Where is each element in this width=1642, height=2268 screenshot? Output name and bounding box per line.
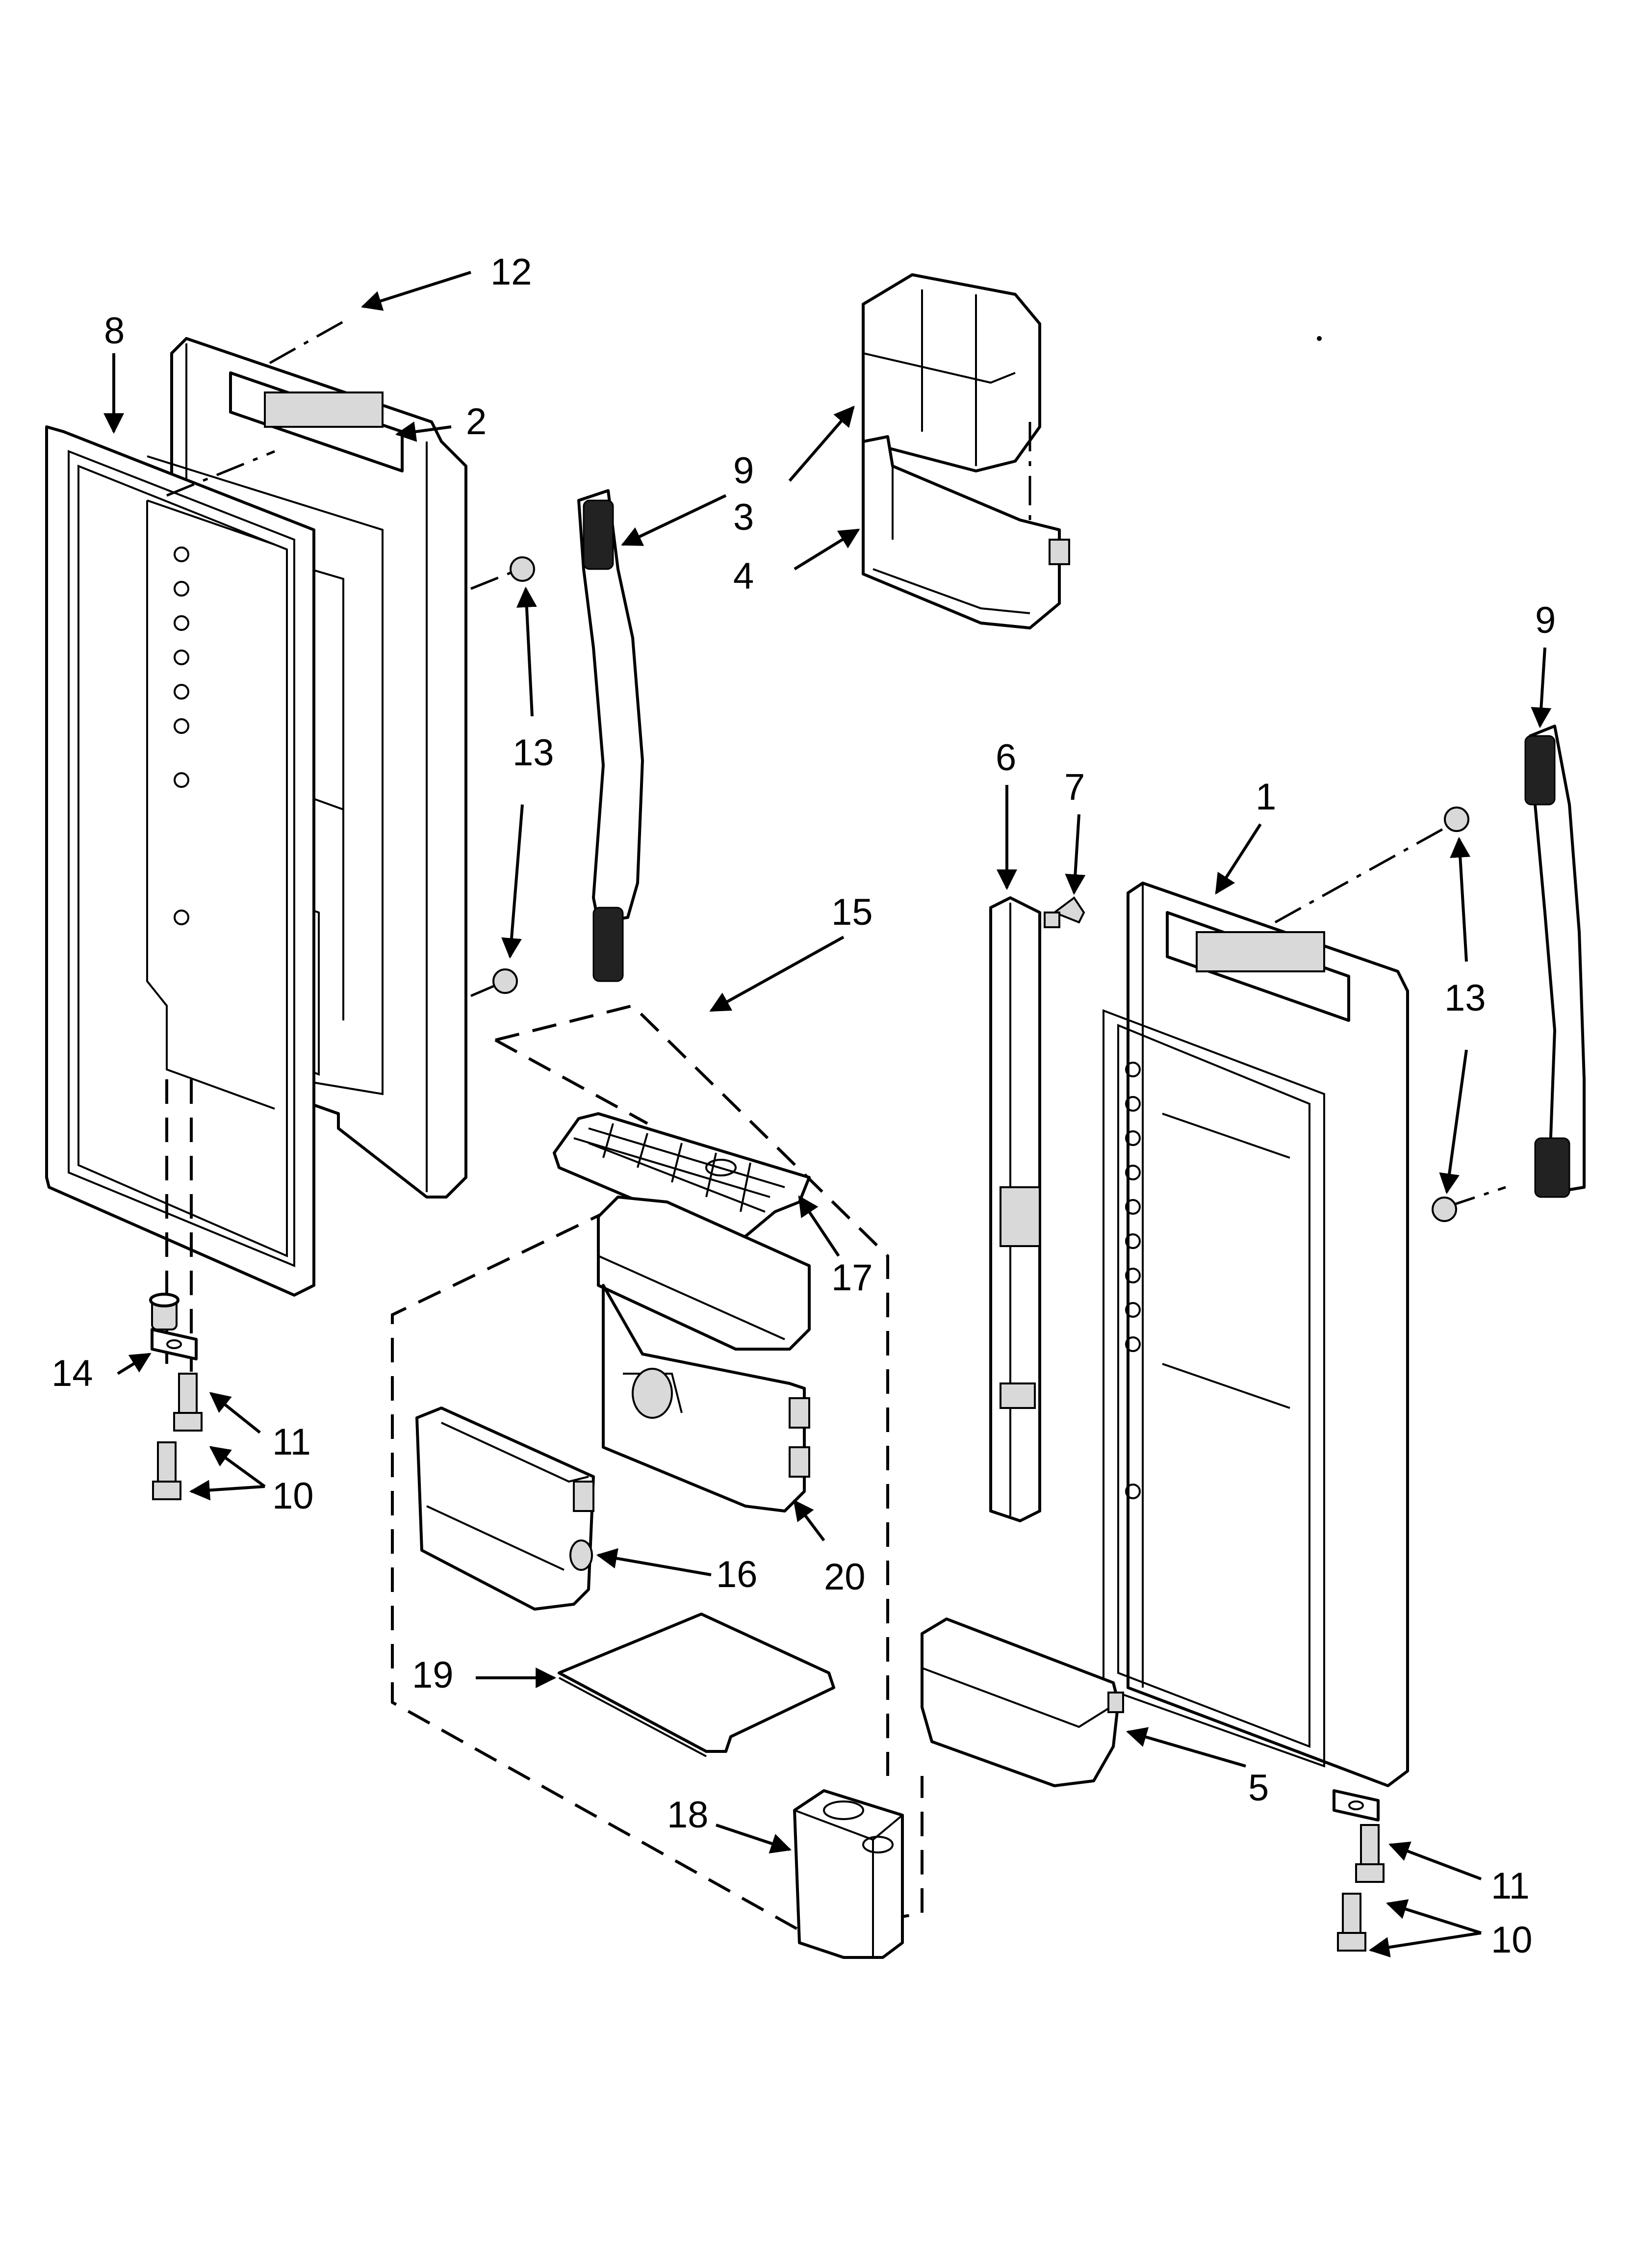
callout-8: 8 bbox=[104, 310, 125, 352]
arrow-9-left bbox=[621, 494, 727, 546]
arrow-14 bbox=[117, 1353, 152, 1375]
arrow-12 bbox=[360, 271, 471, 311]
arrow-13-left-down bbox=[501, 804, 524, 959]
callout-10-right: 10 bbox=[1491, 1919, 1533, 1961]
callout-2: 2 bbox=[466, 401, 487, 443]
handle-screw-bottom-right bbox=[1432, 1197, 1457, 1222]
arrow-11-left bbox=[209, 1392, 261, 1434]
arrow-13-right-up bbox=[1450, 836, 1471, 962]
dispenser-assembly-group bbox=[391, 1004, 924, 1935]
arrow-5 bbox=[1126, 1727, 1246, 1768]
callout-9-left: 9 bbox=[733, 450, 754, 492]
arrow-10-right-b bbox=[1368, 1931, 1482, 1957]
callout-13-left: 13 bbox=[513, 732, 554, 774]
arrow-10-left-a bbox=[209, 1446, 266, 1488]
door-bin-part-4 bbox=[862, 422, 1070, 629]
door-bin-part-5 bbox=[921, 1617, 1124, 1787]
right-door-part-1 bbox=[1103, 882, 1409, 1787]
left-door-gasket-part-8 bbox=[45, 425, 315, 1297]
arrow-11-right bbox=[1388, 1841, 1482, 1880]
callout-labels: 12 8 2 9 3 4 9 13 6 7 1 15 13 17 14 11 1… bbox=[51, 251, 1556, 1961]
callout-11-left: 11 bbox=[272, 1421, 311, 1463]
hinge-screw-part-10a bbox=[173, 1373, 203, 1432]
arrow-17 bbox=[798, 1195, 840, 1257]
arrow-9-right bbox=[1531, 647, 1552, 729]
callout-7: 7 bbox=[1064, 766, 1085, 808]
callout-17: 17 bbox=[831, 1257, 873, 1299]
right-handle-part-9 bbox=[1274, 725, 1586, 1222]
arrow-10-left-b bbox=[189, 1480, 265, 1501]
callout-6: 6 bbox=[996, 737, 1016, 779]
mullion-trim-part-6 bbox=[989, 896, 1041, 1522]
arrow-13-left-up bbox=[516, 586, 537, 717]
callout-13-right: 13 bbox=[1444, 977, 1486, 1019]
arrow-20 bbox=[793, 1499, 825, 1541]
callout-18: 18 bbox=[667, 1794, 709, 1836]
arrow-4 bbox=[794, 528, 860, 571]
left-hinge-hardware bbox=[149, 1079, 203, 1500]
cover-plate-part-19 bbox=[558, 1613, 835, 1757]
ice-bin-housing-part-20 bbox=[597, 1196, 811, 1512]
callout-4: 4 bbox=[733, 555, 754, 597]
ice-scoop-part-18 bbox=[793, 1789, 904, 1959]
right-hinge-hardware bbox=[1333, 1789, 1385, 1952]
callout-5: 5 bbox=[1248, 1767, 1269, 1809]
arrow-2 bbox=[395, 421, 452, 442]
arrow-3 bbox=[788, 405, 855, 482]
arrow-7 bbox=[1065, 814, 1086, 895]
left-handle-part-9 bbox=[470, 489, 644, 997]
callout-1: 1 bbox=[1256, 776, 1276, 818]
arrow-18 bbox=[716, 1824, 792, 1853]
handle-screw-bottom-left bbox=[492, 968, 518, 994]
arrow-10-right-a bbox=[1385, 1899, 1482, 1934]
callout-3: 3 bbox=[733, 496, 754, 538]
callout-16: 16 bbox=[716, 1554, 758, 1595]
callout-15: 15 bbox=[831, 891, 873, 933]
cover-part-3 bbox=[862, 273, 1041, 472]
handle-screw-top-right bbox=[1444, 807, 1469, 832]
hinge-shim-part-11 bbox=[151, 1328, 198, 1360]
callout-20: 20 bbox=[824, 1556, 866, 1598]
callout-9-right: 9 bbox=[1535, 600, 1556, 641]
callout-12: 12 bbox=[490, 251, 532, 293]
callout-14: 14 bbox=[51, 1353, 93, 1394]
callout-10-left: 10 bbox=[272, 1475, 314, 1517]
arrow-15 bbox=[709, 936, 845, 1012]
arrow-13-right-down bbox=[1439, 1049, 1468, 1195]
arrow-16 bbox=[596, 1548, 712, 1576]
arrow-1 bbox=[1215, 823, 1262, 895]
callout-11-right: 11 bbox=[1491, 1865, 1530, 1907]
hinge-screw-part-10b bbox=[152, 1441, 181, 1500]
leader-arrows bbox=[103, 271, 1552, 1957]
screw-part-7 bbox=[1044, 896, 1085, 928]
stray-dot bbox=[1317, 336, 1322, 341]
handle-screw-top-left bbox=[510, 556, 535, 582]
callout-19: 19 bbox=[412, 1654, 454, 1696]
left-door-inner-liner bbox=[146, 499, 275, 1110]
bucket-part-16 bbox=[415, 1407, 595, 1611]
